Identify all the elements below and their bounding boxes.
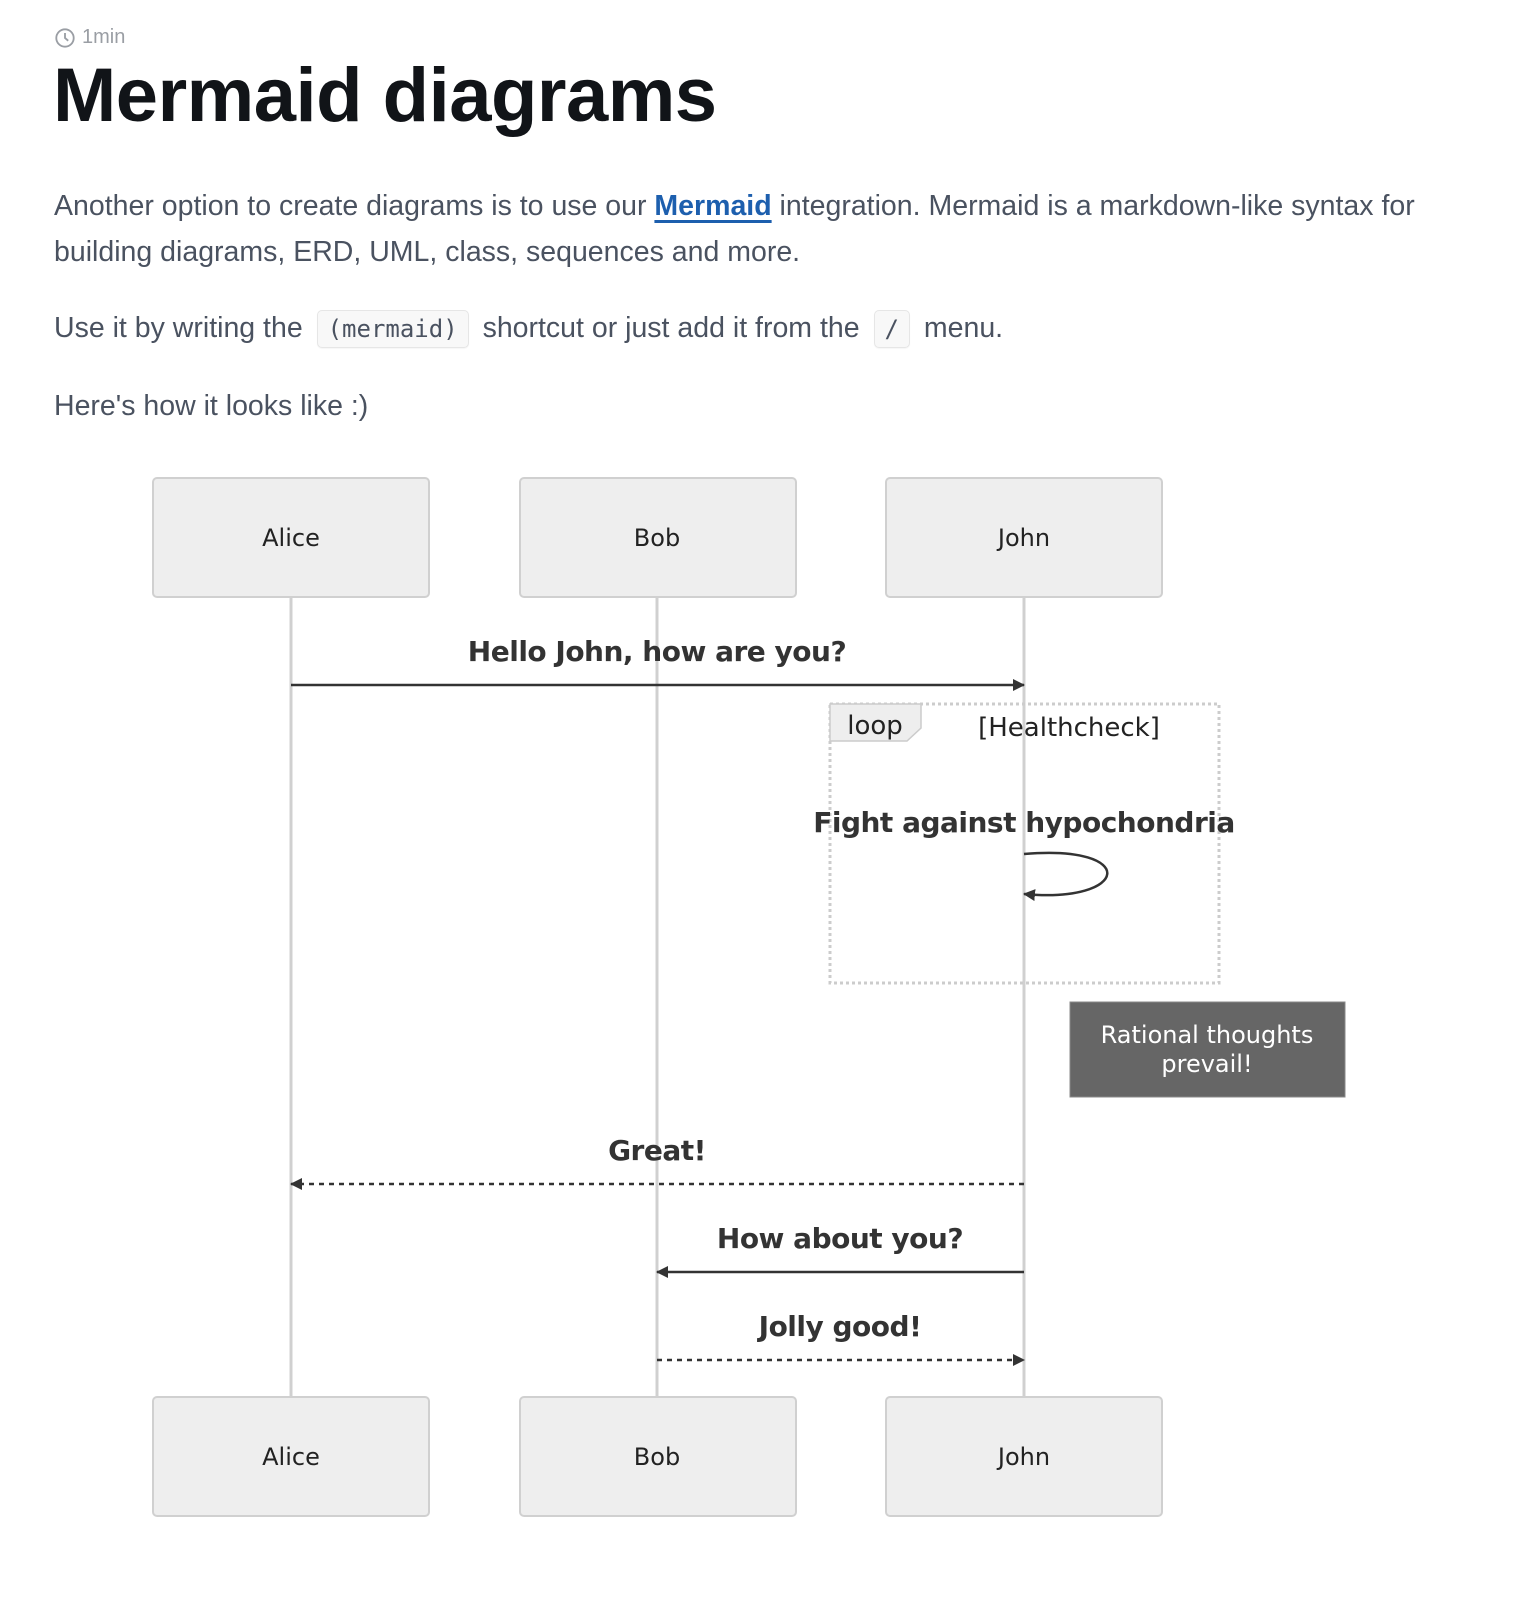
usage-text: Use it by writing the	[54, 312, 311, 344]
message-label: How about you?	[717, 1222, 963, 1255]
self-message-arrow-john	[1023, 851, 1109, 902]
loop-condition: [Healthcheck]	[978, 713, 1160, 743]
message-label: Fight against hypochondria	[813, 806, 1235, 839]
intro-text-continued: integration. Mermaid is a markdown-like …	[54, 190, 1415, 268]
read-time: 1min	[54, 26, 125, 49]
note-line-2: prevail!	[1161, 1050, 1252, 1078]
actor-john-top[interactable]: John	[885, 477, 1163, 598]
mermaid-shortcut-code: (mermaid)	[316, 310, 469, 348]
note-box: Rational thoughts prevail!	[1069, 1001, 1346, 1098]
loop-block: loop [Healthcheck]	[828, 702, 1221, 985]
actor-label: John	[996, 524, 1050, 552]
page-title: Mermaid diagrams	[53, 53, 717, 138]
actor-bob-bottom[interactable]: Bob	[519, 1396, 797, 1517]
loop-label: loop	[847, 711, 903, 741]
actor-label: Bob	[634, 1443, 680, 1471]
actor-label: Alice	[262, 1443, 320, 1471]
actor-label: John	[996, 1443, 1050, 1471]
preview-paragraph: Here's how it looks like :)	[54, 390, 369, 422]
actor-bob-top[interactable]: Bob	[519, 477, 797, 598]
read-time-label: 1min	[82, 26, 126, 48]
usage-paragraph: Use it by writing the (mermaid) shortcut…	[54, 305, 1003, 352]
message-label: Great!	[608, 1134, 706, 1167]
clock-icon	[55, 27, 75, 48]
actor-label: Bob	[634, 524, 680, 552]
message-label: Hello John, how are you?	[468, 635, 846, 668]
note-line-1: Rational thoughts	[1101, 1021, 1314, 1049]
slash-menu-code: /	[873, 310, 910, 348]
actor-label: Alice	[262, 524, 320, 552]
actor-john-bottom[interactable]: John	[885, 1396, 1163, 1517]
mermaid-link[interactable]: Mermaid	[654, 190, 772, 222]
intro-paragraph: Another option to create diagrams is to …	[54, 183, 1494, 275]
actor-alice-top[interactable]: Alice	[152, 477, 430, 598]
intro-text: Another option to create diagrams is to …	[54, 190, 655, 222]
usage-text-end: menu.	[915, 312, 1004, 344]
message-label: Jolly good!	[757, 1310, 922, 1343]
actor-alice-bottom[interactable]: Alice	[152, 1396, 430, 1517]
usage-text-middle: shortcut or just add it from the	[474, 312, 868, 344]
